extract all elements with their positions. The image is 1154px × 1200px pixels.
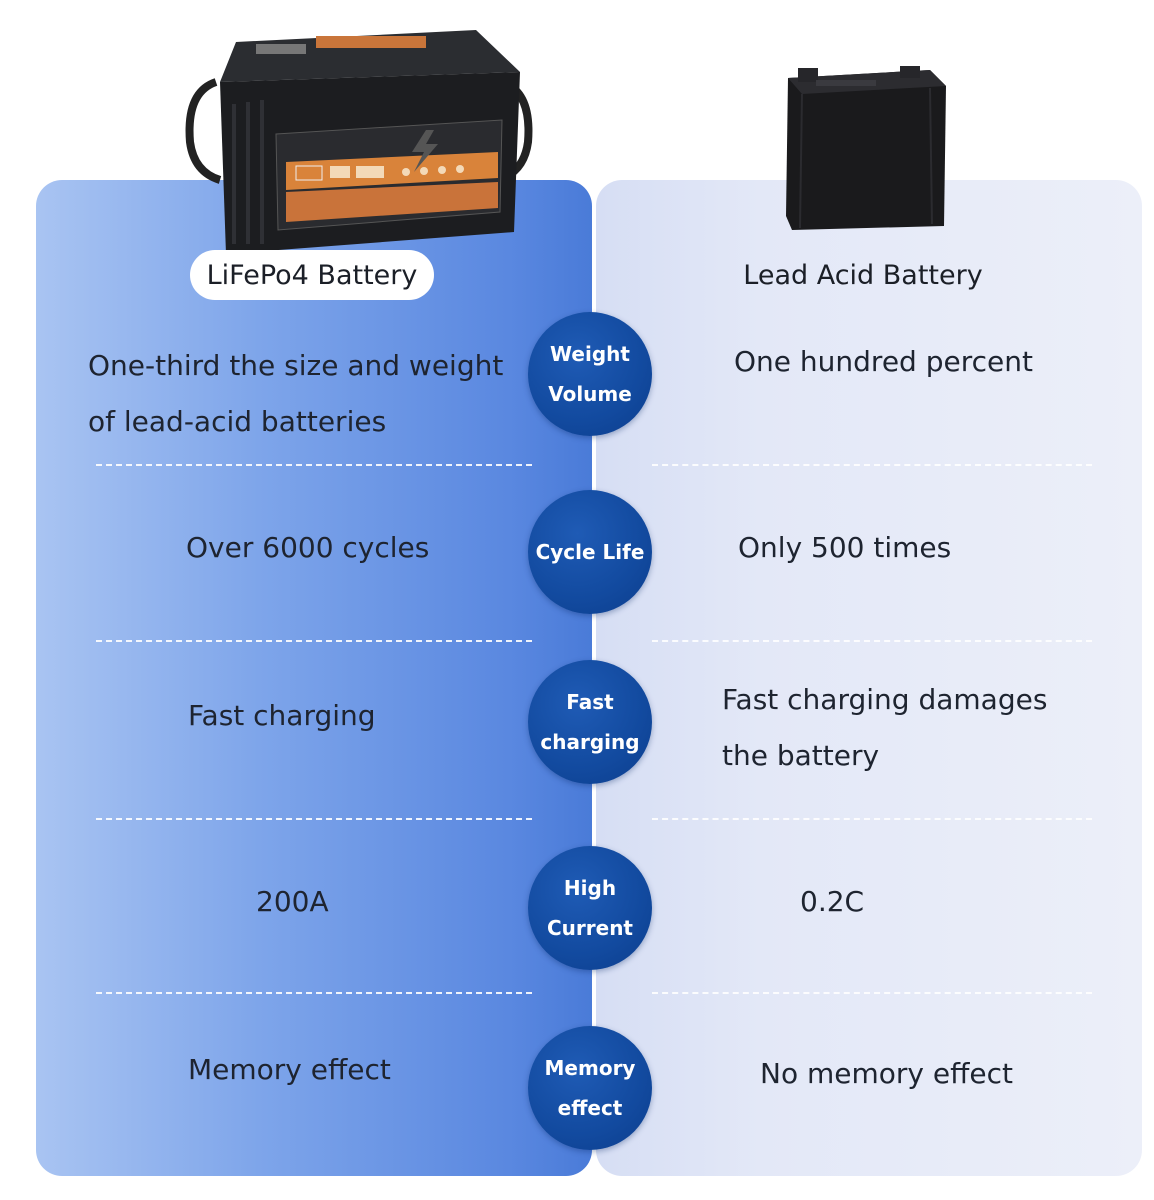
lifepo4-title: LiFePo4 Battery <box>190 250 434 300</box>
lead-acid-memory-effect: No memory effect <box>760 1057 1013 1090</box>
lead-acid-fast-charging-line-1: Fast charging damages <box>722 683 1048 716</box>
lead-acid-weight: One hundred percent <box>734 345 1033 378</box>
lead-acid-fast-charging-line-2: the battery <box>722 739 880 772</box>
badge-memory-effect-line-2: effect <box>557 1096 623 1120</box>
badge-fast-charging-line-2: charging <box>540 730 640 754</box>
badge-high-current-line-2: Current <box>546 916 633 940</box>
lifepo4-panel <box>36 180 592 1176</box>
lead-acid-panel <box>596 180 1142 1176</box>
divider-right-1 <box>652 464 1092 466</box>
badge-high-current-line-1: High <box>563 876 617 900</box>
badge-memory-effect: Memory effect <box>528 1026 652 1150</box>
lifepo4-high-current: 200A <box>256 885 329 918</box>
badge-high-current: High Current <box>528 846 652 970</box>
lifepo4-memory-effect: Memory effect <box>188 1053 391 1086</box>
lifepo4-weight-line-2: of lead-acid batteries <box>88 405 387 438</box>
badge-cycle-life-line-1: Cycle Life <box>535 540 645 564</box>
divider-right-2 <box>652 640 1092 642</box>
lead-acid-high-current: 0.2C <box>800 885 865 918</box>
divider-right-3 <box>652 818 1092 820</box>
divider-left-4 <box>96 992 532 994</box>
divider-right-4 <box>652 992 1092 994</box>
badge-weight-volume-line-1: Weight <box>550 342 630 366</box>
badge-cycle-life: Cycle Life <box>528 490 652 614</box>
badge-memory-effect-line-1: Memory <box>544 1056 636 1080</box>
lifepo4-cycle-life: Over 6000 cycles <box>186 531 430 564</box>
badge-fast-charging: Fast charging <box>528 660 652 784</box>
lifepo4-weight-line-1: One-third the size and weight <box>88 349 504 382</box>
divider-left-3 <box>96 818 532 820</box>
lead-acid-title: Lead Acid Battery <box>743 259 983 291</box>
lifepo4-battery-image <box>185 30 533 254</box>
badge-weight-volume-line-2: Volume <box>548 382 632 406</box>
divider-left-1 <box>96 464 532 466</box>
lead-acid-battery-image <box>786 66 946 230</box>
divider-left-2 <box>96 640 532 642</box>
lifepo4-fast-charging: Fast charging <box>188 699 376 732</box>
lead-acid-cycle-life: Only 500 times <box>738 531 952 564</box>
badge-weight-volume: Weight Volume <box>528 312 652 436</box>
badge-fast-charging-line-1: Fast <box>566 690 614 714</box>
